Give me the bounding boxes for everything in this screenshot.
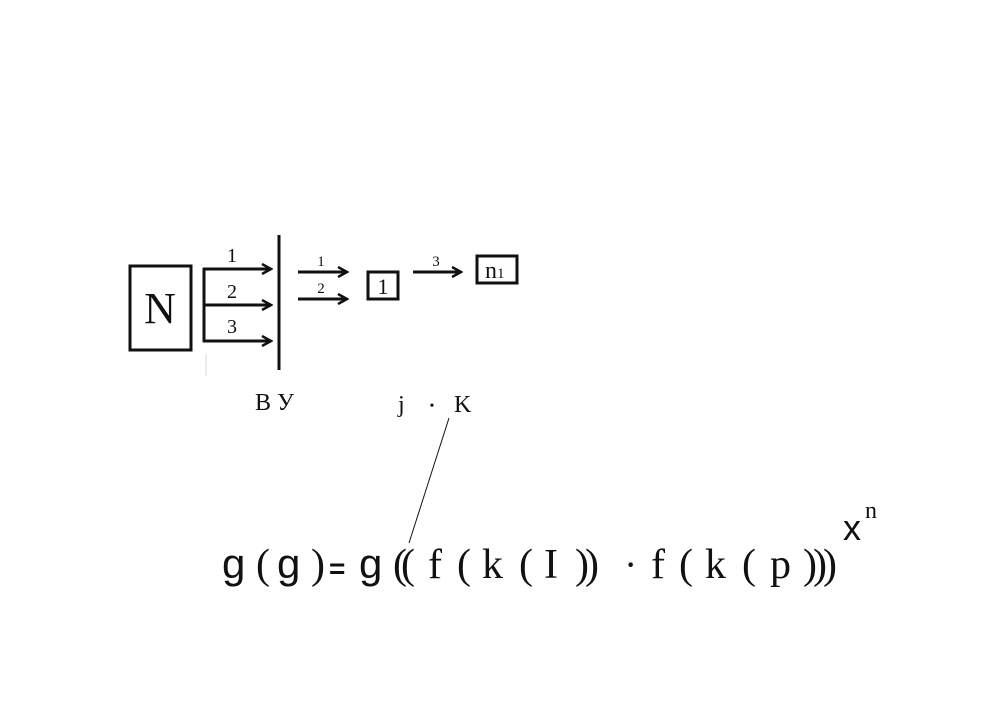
input-label-1: 1 <box>227 245 237 267</box>
formula-token: = <box>329 553 345 584</box>
product-left: j <box>397 392 405 418</box>
formula-token: )) <box>575 542 598 588</box>
formula-token: p <box>770 542 791 588</box>
formula-token: g <box>222 540 245 587</box>
formula: g ( g ) = g (( f ( k ( I )) · f ( k ( p … <box>222 498 877 588</box>
product-dot: • <box>430 399 435 414</box>
source-box-label: N <box>144 284 176 333</box>
formula-token: f <box>428 542 442 588</box>
formula-token: ))) <box>803 542 836 588</box>
formula-token: (( <box>393 542 414 588</box>
input-label-2: 2 <box>227 281 237 303</box>
formula-token: g <box>359 540 382 587</box>
output-label-2: 2 <box>317 281 325 297</box>
leader-line <box>408 417 450 544</box>
middle-box <box>366 270 400 301</box>
formula-token: · <box>626 550 635 581</box>
formula-token: f <box>651 542 665 588</box>
middle-box-label: 1 <box>378 274 389 299</box>
formula-token: k <box>482 542 503 588</box>
formula-token: ) <box>311 542 325 588</box>
product-right: K <box>454 392 472 418</box>
formula-token: ( <box>679 542 693 588</box>
formula-token: I <box>544 542 558 588</box>
formula-token: ( <box>256 542 270 588</box>
formula-token: ( <box>742 542 756 588</box>
formula-token: ( <box>519 542 533 588</box>
output-label-1: 1 <box>317 254 325 270</box>
source-box <box>128 264 193 352</box>
final-arrow-label: 3 <box>432 254 440 270</box>
input-label-3: 3 <box>227 316 237 338</box>
formula-token: g <box>277 540 300 587</box>
formula-exponent-base: x <box>843 507 861 548</box>
formula-token: k <box>705 542 726 588</box>
bus-label: В У <box>255 390 294 416</box>
final-box-label: n1 <box>485 258 505 284</box>
final-box <box>475 254 519 285</box>
formula-token: ( <box>457 542 471 588</box>
formula-exponent: n <box>865 498 877 524</box>
